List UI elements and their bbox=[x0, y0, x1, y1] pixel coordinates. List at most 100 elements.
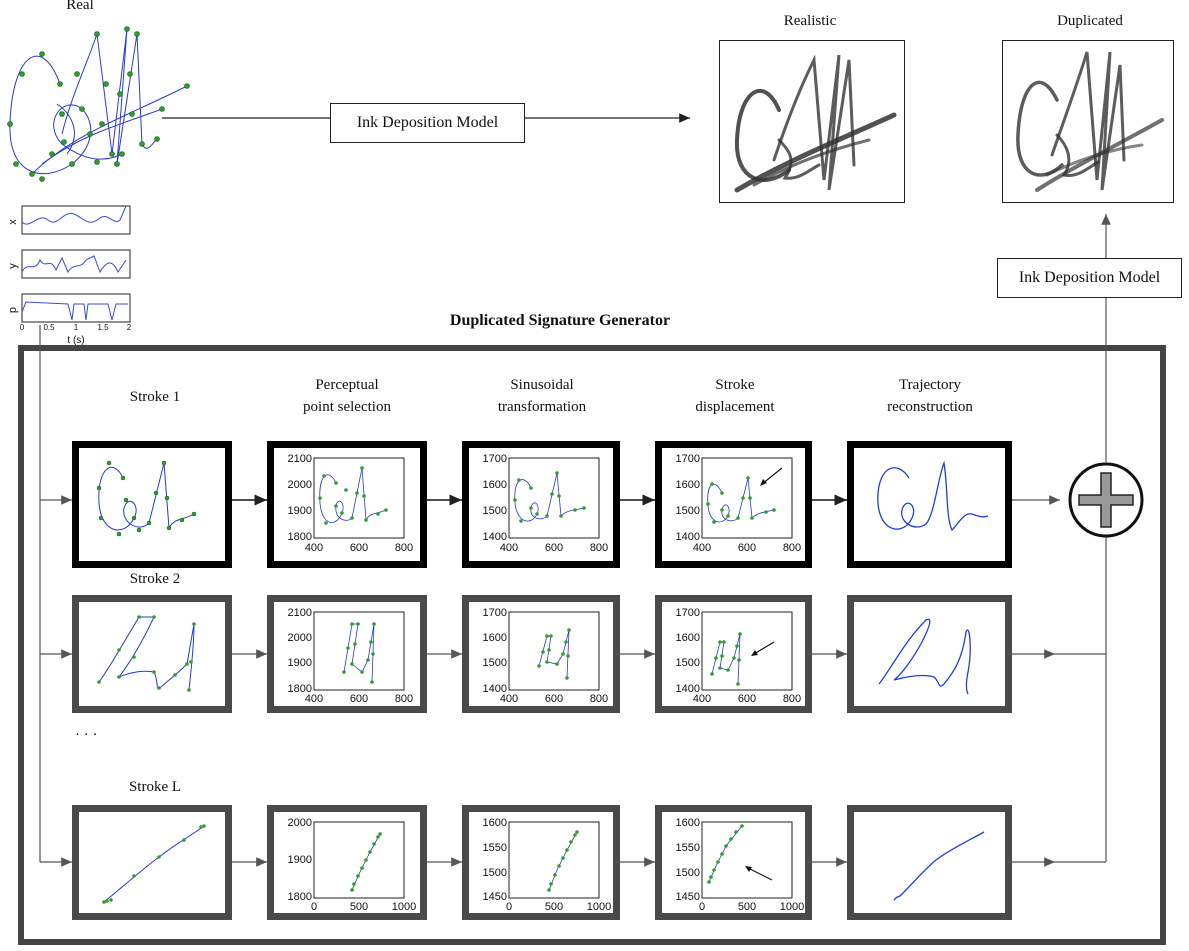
x-tick: 600 bbox=[350, 693, 368, 705]
column-header-displacement: Stroke displacement bbox=[650, 374, 820, 418]
stroke-1-sinusoidal-plot: 1700 1600 1500 1400 400 600 800 bbox=[483, 453, 609, 554]
t-tick: 2 bbox=[127, 323, 132, 332]
ink-deposition-model-right: Ink Deposition Model bbox=[997, 258, 1182, 298]
y-tick: 1500 bbox=[676, 867, 700, 879]
stroke-l-sinusoidal-plot: 1600 1550 1500 1450 0 500 1000 bbox=[483, 817, 612, 913]
stroke-2-input-box bbox=[72, 595, 232, 713]
stroke-1-curve bbox=[96, 460, 197, 537]
x-tick: 400 bbox=[693, 693, 711, 705]
x-tick: 800 bbox=[783, 542, 801, 554]
stroke-1-trajectory-curve bbox=[877, 460, 989, 532]
column-header-line: point selection bbox=[303, 399, 391, 415]
x-tick: 500 bbox=[738, 901, 756, 913]
channel-y-label: y bbox=[7, 263, 19, 269]
x-tick: 600 bbox=[545, 693, 563, 705]
duplicated-signature-image bbox=[1002, 40, 1174, 203]
y-tick: 1900 bbox=[288, 854, 312, 866]
y-tick: 1600 bbox=[676, 817, 700, 829]
y-tick: 1450 bbox=[483, 891, 507, 903]
stroke-l-perceptual-box: 2000 1900 1800 0 500 1000 bbox=[267, 805, 427, 920]
stroke-l-curve bbox=[102, 824, 206, 904]
x-tick: 400 bbox=[693, 542, 711, 554]
stroke-l-label: Stroke L bbox=[128, 779, 182, 795]
stroke-1-displacement-plot: 1700 1600 1500 1400 400 600 800 bbox=[676, 453, 802, 554]
stroke-l-perceptual-plot: 2000 1900 1800 0 500 1000 bbox=[288, 817, 417, 913]
y-tick: 1700 bbox=[676, 607, 700, 619]
channel-p-label: p bbox=[7, 307, 19, 313]
x-tick: 1000 bbox=[780, 901, 804, 913]
y-tick: 1400 bbox=[483, 683, 507, 695]
realistic-signature-image bbox=[719, 40, 905, 203]
stroke-1-displacement-box: 1700 1600 1500 1400 400 600 800 bbox=[655, 441, 812, 568]
stroke-1-sinusoidal-box: 1700 1600 1500 1400 400 600 800 bbox=[462, 441, 620, 568]
x-tick: 0 bbox=[311, 901, 317, 913]
y-tick: 1800 bbox=[288, 891, 312, 903]
stroke-1-input-box bbox=[72, 441, 232, 568]
y-tick: 1600 bbox=[676, 632, 700, 644]
stroke-l-displacement-plot: 1600 1550 1500 1450 0 500 1000 bbox=[676, 817, 805, 913]
y-tick: 2000 bbox=[288, 632, 312, 644]
y-tick: 2000 bbox=[288, 479, 312, 491]
stroke-2-trajectory-curve bbox=[878, 618, 971, 695]
x-tick: 0 bbox=[506, 901, 512, 913]
y-tick: 2000 bbox=[288, 817, 312, 829]
stroke-2-displacement-plot: 1700 1600 1500 1400 400 600 800 bbox=[676, 607, 802, 705]
generator-title: Duplicated Signature Generator bbox=[449, 312, 671, 329]
x-tick: 0 bbox=[699, 901, 705, 913]
channel-x-label: x bbox=[7, 219, 19, 225]
duplicated-label: Duplicated bbox=[1057, 13, 1123, 29]
x-tick: 400 bbox=[305, 693, 323, 705]
y-tick: 1500 bbox=[483, 505, 507, 517]
real-label: Real bbox=[66, 0, 94, 13]
x-tick: 1000 bbox=[587, 901, 611, 913]
y-tick: 1600 bbox=[676, 479, 700, 491]
y-tick: 1400 bbox=[676, 683, 700, 695]
column-header-line: Sinusoidal bbox=[510, 377, 574, 393]
x-tick: 400 bbox=[500, 542, 518, 554]
stroke-l-input-box bbox=[72, 805, 232, 920]
stroke-l-sinusoidal-box: 1600 1550 1500 1450 0 500 1000 bbox=[462, 805, 620, 920]
column-header-sinusoidal: Sinusoidal transformation bbox=[457, 374, 627, 418]
y-tick: 1500 bbox=[483, 867, 507, 879]
y-tick: 2100 bbox=[288, 607, 312, 619]
t-axis-label: t (s) bbox=[67, 335, 84, 346]
stroke-2-label: Stroke 2 bbox=[129, 571, 181, 587]
x-tick: 800 bbox=[395, 542, 413, 554]
y-tick: 2100 bbox=[288, 453, 312, 465]
y-tick: 1500 bbox=[676, 505, 700, 517]
stroke-2-perceptual-box: 2100 2000 1900 1800 400 600 800 bbox=[267, 595, 427, 713]
y-tick: 1900 bbox=[288, 505, 312, 517]
y-tick: 1600 bbox=[483, 817, 507, 829]
t-tick: 1.5 bbox=[97, 323, 109, 332]
y-tick: 1400 bbox=[483, 531, 507, 543]
ink-deposition-model-top: Ink Deposition Model bbox=[330, 103, 525, 143]
real-signature-plot bbox=[7, 26, 190, 182]
stroke-l-displacement-box: 1600 1550 1500 1450 0 500 1000 bbox=[655, 805, 812, 920]
stroke-2-displacement-box: 1700 1600 1500 1400 400 600 800 bbox=[655, 595, 812, 713]
x-tick: 800 bbox=[395, 693, 413, 705]
t-tick: 0.5 bbox=[43, 323, 55, 332]
stroke-1-trajectory-box bbox=[847, 441, 1012, 568]
t-tick: 0 bbox=[20, 323, 25, 332]
column-header-line: Perceptual bbox=[315, 377, 379, 393]
y-tick: 1600 bbox=[483, 632, 507, 644]
column-header-trajectory: Trajectory reconstruction bbox=[845, 374, 1015, 418]
y-tick: 1500 bbox=[483, 657, 507, 669]
x-tick: 600 bbox=[738, 542, 756, 554]
y-tick: 1700 bbox=[483, 607, 507, 619]
x-tick: 500 bbox=[545, 901, 563, 913]
ellipsis: · · · bbox=[75, 727, 98, 743]
y-tick: 1800 bbox=[288, 531, 312, 543]
stroke-2-sinusoidal-plot: 1700 1600 1500 1400 400 600 800 bbox=[483, 607, 609, 705]
x-tick: 400 bbox=[305, 542, 323, 554]
column-header-line: Trajectory bbox=[899, 377, 961, 393]
signal-strips: x y p 0 0.5 1 1.5 2 t (s) bbox=[7, 205, 132, 346]
column-header-perceptual: Perceptual point selection bbox=[262, 374, 432, 418]
x-tick: 1000 bbox=[392, 901, 416, 913]
sum-operator bbox=[1068, 462, 1144, 538]
realistic-label: Realistic bbox=[783, 13, 837, 29]
y-tick: 1400 bbox=[676, 531, 700, 543]
x-tick: 800 bbox=[783, 693, 801, 705]
x-tick: 600 bbox=[738, 693, 756, 705]
